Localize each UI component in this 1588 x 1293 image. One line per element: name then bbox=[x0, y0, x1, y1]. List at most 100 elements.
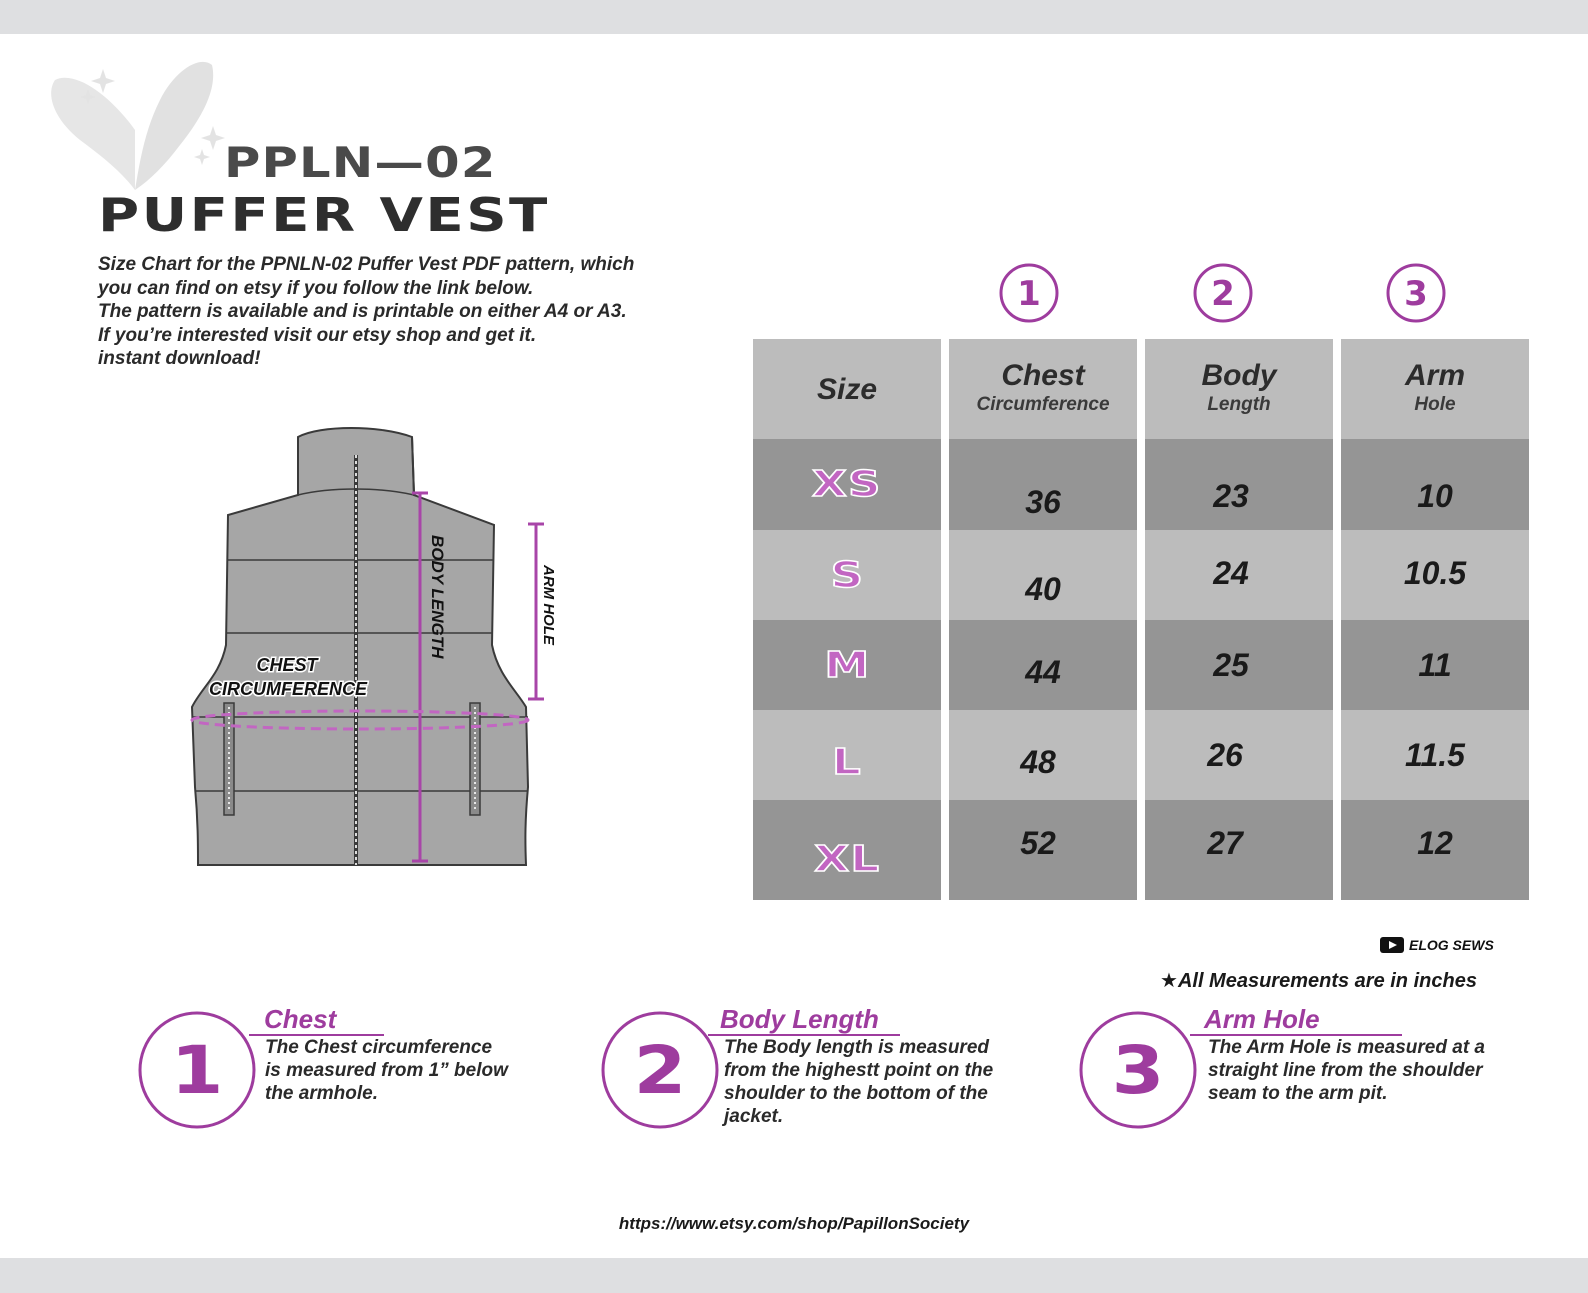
intro-line: you can find on etsy if you follow the l… bbox=[98, 277, 534, 299]
vest-diagram: BODY LENGTH ARM HOLE CHEST CIRCUMFERENCE bbox=[180, 425, 580, 880]
header-sub: Length bbox=[1207, 394, 1271, 416]
number-circle-icon: 1 bbox=[138, 1011, 256, 1129]
header-sub: Circumference bbox=[976, 394, 1110, 416]
table-cell: 24 bbox=[1145, 530, 1333, 620]
table-cell: 48 bbox=[949, 710, 1137, 800]
legend-rule bbox=[708, 1034, 900, 1036]
diagram-labels: BODY LENGTH ARM HOLE CHEST CIRCUMFERENCE bbox=[207, 535, 557, 701]
desc-line: is measured from 1” below bbox=[265, 1060, 508, 1081]
bottom-band bbox=[0, 1258, 1588, 1293]
header-main: Chest bbox=[1001, 359, 1085, 393]
table-cell: 27 bbox=[1145, 800, 1333, 900]
legend-description: The Body length is measured from the hig… bbox=[724, 1036, 993, 1128]
chest-label-line2: CIRCUMFERENCE bbox=[209, 679, 368, 699]
desc-line: seam to the arm pit. bbox=[1208, 1083, 1388, 1104]
cell-value: 52 bbox=[1020, 824, 1056, 861]
table-cell: 10.5 bbox=[1341, 530, 1529, 620]
units-text: All Measurements are in inches bbox=[1177, 970, 1477, 992]
table-row-s-size: S bbox=[753, 530, 941, 620]
credit-text: ELOG SEWS bbox=[1409, 937, 1494, 953]
legend-rule bbox=[1190, 1034, 1402, 1036]
intro-text: Size Chart for the PPNLN-02 Puffer Vest … bbox=[98, 253, 698, 371]
legend-rule bbox=[249, 1034, 384, 1036]
desc-line: The Chest circumference bbox=[265, 1037, 493, 1058]
column-number-text: 1 bbox=[1017, 274, 1041, 314]
cell-value: 11.5 bbox=[1405, 736, 1465, 773]
column-number-1: 1 bbox=[998, 262, 1060, 324]
size-label: M bbox=[823, 644, 871, 687]
units-note: ★All Measurements are in inches bbox=[1160, 968, 1477, 993]
arm-hole-label: ARM HOLE bbox=[540, 564, 557, 646]
cell-value: 36 bbox=[1025, 484, 1061, 520]
table-row-xl-size: XL bbox=[753, 800, 941, 900]
table-cell: 52 bbox=[949, 800, 1137, 900]
legend-number: 1 bbox=[171, 1032, 224, 1109]
channel-credit: ELOG SEWS bbox=[1380, 937, 1494, 953]
table-cell: 25 bbox=[1145, 620, 1333, 710]
legend-number: 3 bbox=[1112, 1032, 1165, 1109]
cell-value: 11 bbox=[1418, 646, 1452, 683]
table-cell: 40 bbox=[949, 530, 1137, 620]
table-cell: 11 bbox=[1341, 620, 1529, 710]
body-length-label: BODY LENGTH bbox=[428, 535, 447, 659]
column-number-text: 2 bbox=[1211, 274, 1235, 314]
cell-value: 10 bbox=[1417, 478, 1453, 514]
product-title: PUFFER VEST bbox=[98, 188, 550, 242]
table-row-xs-size: XS bbox=[753, 439, 941, 530]
table-cell: 36 bbox=[949, 439, 1137, 530]
header-main: Body bbox=[1201, 359, 1277, 393]
table-cell: 11.5 bbox=[1341, 710, 1529, 800]
legend-description: The Chest circumference is measured from… bbox=[265, 1036, 508, 1105]
legend-title: Arm Hole bbox=[1204, 1004, 1320, 1034]
play-icon bbox=[1380, 937, 1404, 953]
header-main: Size bbox=[816, 372, 878, 406]
table-cell: 26 bbox=[1145, 710, 1333, 800]
table-row-m-size: M bbox=[753, 620, 941, 710]
desc-line: from the highestt point on the bbox=[724, 1060, 994, 1081]
cell-value: 40 bbox=[1025, 570, 1061, 607]
intro-line: The pattern is available and is printabl… bbox=[98, 301, 627, 322]
header-body: Body Length bbox=[1145, 339, 1333, 439]
cell-value: 24 bbox=[1213, 554, 1249, 591]
legend-description: The Arm Hole is measured at a straight l… bbox=[1208, 1036, 1485, 1105]
cell-value: 44 bbox=[1025, 653, 1061, 690]
cell-value: 23 bbox=[1213, 478, 1249, 514]
etsy-shop-link[interactable]: https://www.etsy.com/shop/PapillonSociet… bbox=[618, 1214, 970, 1233]
size-label: XS bbox=[811, 463, 882, 506]
desc-line: jacket. bbox=[724, 1106, 784, 1127]
intro-line: If you’re interested visit our etsy shop… bbox=[98, 324, 537, 346]
butterfly-logo-icon bbox=[40, 50, 230, 200]
desc-line: the armhole. bbox=[265, 1083, 378, 1104]
column-number-text: 3 bbox=[1404, 274, 1428, 314]
number-circle-icon: 3 bbox=[1079, 1011, 1197, 1129]
table-cell: 44 bbox=[949, 620, 1137, 710]
cell-value: 25 bbox=[1213, 646, 1249, 683]
table-cell: 23 bbox=[1145, 439, 1333, 530]
intro-line: Size Chart for the PPNLN-02 Puffer Vest … bbox=[98, 254, 635, 275]
cell-value: 12 bbox=[1417, 824, 1453, 861]
desc-line: straight line from the shoulder bbox=[1208, 1060, 1483, 1081]
header-chest: Chest Circumference bbox=[949, 339, 1137, 439]
size-label: XL bbox=[813, 838, 880, 881]
cell-value: 26 bbox=[1207, 736, 1243, 773]
table-cell: 12 bbox=[1341, 800, 1529, 900]
table-row-l-size: L bbox=[753, 710, 941, 800]
intro-line: instant download! bbox=[98, 348, 261, 369]
number-circle-icon: 2 bbox=[601, 1011, 719, 1129]
star-icon: ★ bbox=[1160, 970, 1178, 992]
cell-value: 48 bbox=[1020, 743, 1056, 780]
table-cell: 10 bbox=[1341, 439, 1529, 530]
column-number-3: 3 bbox=[1385, 262, 1447, 324]
legend-number: 2 bbox=[634, 1032, 687, 1109]
header-size: Size bbox=[753, 339, 941, 439]
top-band bbox=[0, 0, 1588, 34]
header-sub: Hole bbox=[1414, 394, 1456, 416]
header-main: Arm bbox=[1404, 359, 1465, 393]
desc-line: The Arm Hole is measured at a bbox=[1208, 1037, 1486, 1058]
model-number: PPLN—02 bbox=[224, 138, 497, 187]
column-number-2: 2 bbox=[1192, 262, 1254, 324]
size-label: S bbox=[829, 554, 864, 597]
desc-line: The Body length is measured bbox=[724, 1037, 989, 1058]
measurement-lines bbox=[190, 491, 544, 863]
legend-title: Body Length bbox=[720, 1004, 879, 1034]
